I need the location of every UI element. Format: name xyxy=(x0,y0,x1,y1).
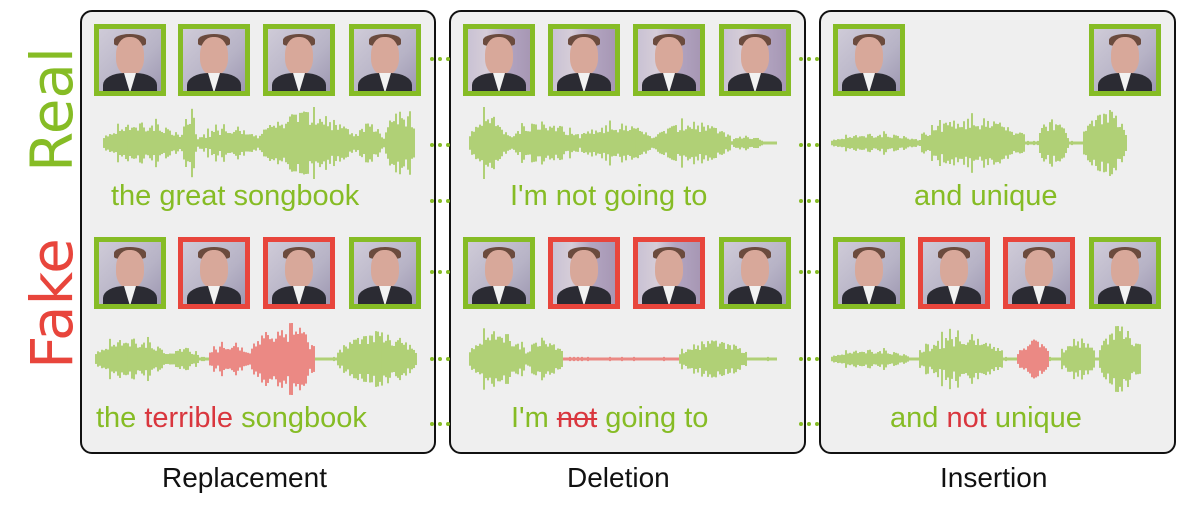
real-transcript: the great songbook xyxy=(111,180,360,212)
connector-dots xyxy=(797,421,823,427)
unchanged-word: unique xyxy=(986,402,1082,434)
replaced-word: terrible xyxy=(144,402,234,434)
real-frame xyxy=(349,24,421,96)
real-frame xyxy=(719,24,791,96)
unchanged-word: the xyxy=(96,402,145,434)
fake-frame-real xyxy=(463,237,535,309)
fake-frame-manipulated xyxy=(178,237,250,309)
inserted-word: not xyxy=(946,402,987,434)
panel-caption-replacement: Replacement xyxy=(162,462,327,493)
fake-transcript: the terrible songbook xyxy=(96,402,367,435)
real-frame xyxy=(463,24,535,96)
panel-caption-insertion: Insertion xyxy=(940,462,1048,493)
connector-dots xyxy=(428,56,454,62)
real-frame xyxy=(178,24,250,96)
fake-frame-real xyxy=(94,237,166,309)
fake-frame-real xyxy=(833,237,905,309)
connector-dots xyxy=(797,356,823,362)
real-frame xyxy=(833,24,905,96)
connector-dots xyxy=(428,421,454,427)
unchanged-word: going to xyxy=(597,402,709,434)
fake-frame-manipulated xyxy=(1003,237,1075,309)
fake-frame-real xyxy=(719,237,791,309)
real-transcript: and unique xyxy=(914,180,1058,212)
connector-dots xyxy=(428,198,454,204)
real-audio-waveform xyxy=(831,110,1127,176)
real-frame xyxy=(548,24,620,96)
fake-audio-waveform xyxy=(831,326,1141,392)
connector-dots xyxy=(797,198,823,204)
row-label-real: Real xyxy=(18,46,86,172)
fake-transcript: and not unique xyxy=(890,402,1082,435)
fake-frame-real xyxy=(349,237,421,309)
unchanged-word: songbook xyxy=(233,402,367,434)
connector-dots xyxy=(797,269,823,275)
real-audio-waveform xyxy=(103,107,415,179)
unchanged-word: I'm xyxy=(511,402,557,434)
panel-caption-deletion: Deletion xyxy=(567,462,670,493)
deleted-word: not xyxy=(556,402,598,434)
fake-frame-manipulated xyxy=(633,237,705,309)
fake-frame-manipulated xyxy=(548,237,620,309)
fake-frame-real xyxy=(1089,237,1161,309)
connector-dots xyxy=(797,142,823,148)
real-audio-waveform xyxy=(469,107,777,179)
fake-frame-manipulated xyxy=(263,237,335,309)
connector-dots xyxy=(797,56,823,62)
connector-dots xyxy=(428,269,454,275)
connector-dots xyxy=(428,356,454,362)
row-label-fake: Fake xyxy=(18,238,86,369)
connector-dots xyxy=(428,142,454,148)
fake-transcript: I'm not going to xyxy=(511,402,708,435)
real-frame xyxy=(94,24,166,96)
real-frame xyxy=(1089,24,1161,96)
fake-audio-waveform xyxy=(469,328,777,390)
fake-audio-waveform xyxy=(95,323,417,395)
fake-frame-manipulated xyxy=(918,237,990,309)
real-transcript: I'm not going to xyxy=(510,180,708,212)
real-frame xyxy=(633,24,705,96)
real-frame xyxy=(263,24,335,96)
unchanged-word: and xyxy=(890,402,947,434)
